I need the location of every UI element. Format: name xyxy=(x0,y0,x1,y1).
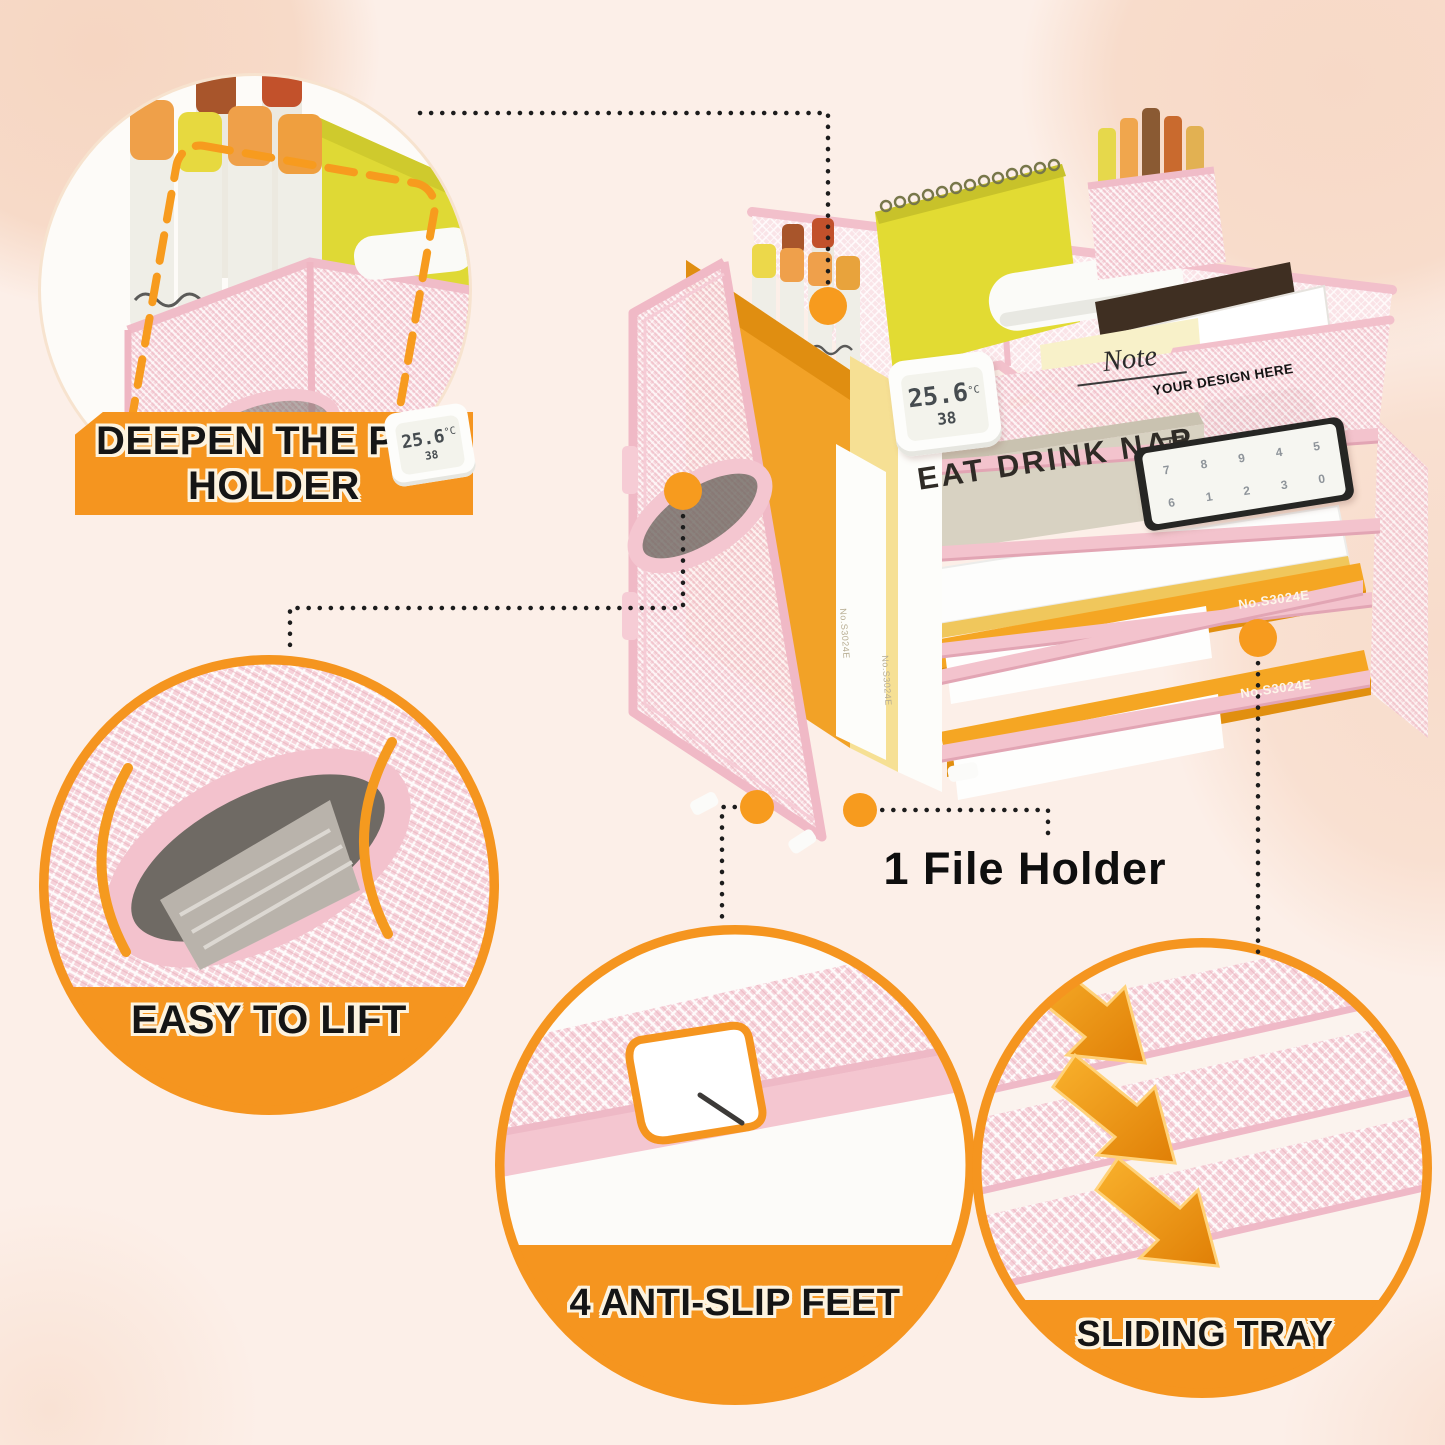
calc-key: 2 xyxy=(1242,482,1251,498)
calc-key: 3 xyxy=(1279,476,1289,492)
white-binder xyxy=(898,384,942,792)
humidity-value: 38 xyxy=(935,407,958,429)
calc-key: 4 xyxy=(1274,444,1284,460)
tray-slat-2 xyxy=(912,518,1380,562)
tray-base xyxy=(925,670,1370,764)
organizer-foot xyxy=(947,762,979,782)
connector-file-holder xyxy=(857,807,1051,846)
thermo-hygrometer: 25.6°C 38 xyxy=(886,349,1004,459)
calc-key: 7 xyxy=(1161,462,1171,478)
calc-key: 9 xyxy=(1237,450,1246,466)
easy-lift-callout-circle xyxy=(39,655,499,1115)
pen-cup xyxy=(1087,108,1226,280)
connector-dots xyxy=(664,287,1277,827)
thermo-lcd-zoomed: 25.6°C 38 xyxy=(394,414,466,476)
calc-key: 1 xyxy=(1204,488,1214,504)
file-holder-foot-right xyxy=(788,829,817,854)
temperature-unit-zoomed: °C xyxy=(442,425,457,438)
easy-lift-label: EASY TO LIFT xyxy=(131,998,407,1042)
temperature-unit: °C xyxy=(966,383,981,397)
calc-key: 8 xyxy=(1199,456,1209,472)
temperature-value: 25.6 xyxy=(906,376,970,413)
file-holder-label: 1 File Holder xyxy=(883,843,1167,894)
humidity-value-zoomed: 38 xyxy=(424,447,440,463)
calc-key: 5 xyxy=(1312,438,1321,454)
thermo-lcd: 25.6°C 38 xyxy=(900,366,990,442)
calc-key: 0 xyxy=(1317,470,1327,486)
file-holder-foot-left xyxy=(690,792,719,815)
connector-easy-lift xyxy=(287,502,686,653)
anti-slip-label: 4 ANTI-SLIP FEET xyxy=(569,1282,901,1324)
sliding-tray-callout-circle xyxy=(972,938,1432,1398)
calc-key: 6 xyxy=(1167,494,1176,510)
anti-slip-callout-circle xyxy=(495,925,975,1405)
temperature-value-zoomed: 25.6 xyxy=(399,425,447,453)
thermo-hygrometer-zoomed: 25.6°C 38 xyxy=(382,401,478,489)
connector-anti-slip xyxy=(719,804,760,929)
tray-slat-4 xyxy=(920,580,1363,688)
sliding-tray-label: SLIDING TRAY xyxy=(1076,1313,1334,1354)
